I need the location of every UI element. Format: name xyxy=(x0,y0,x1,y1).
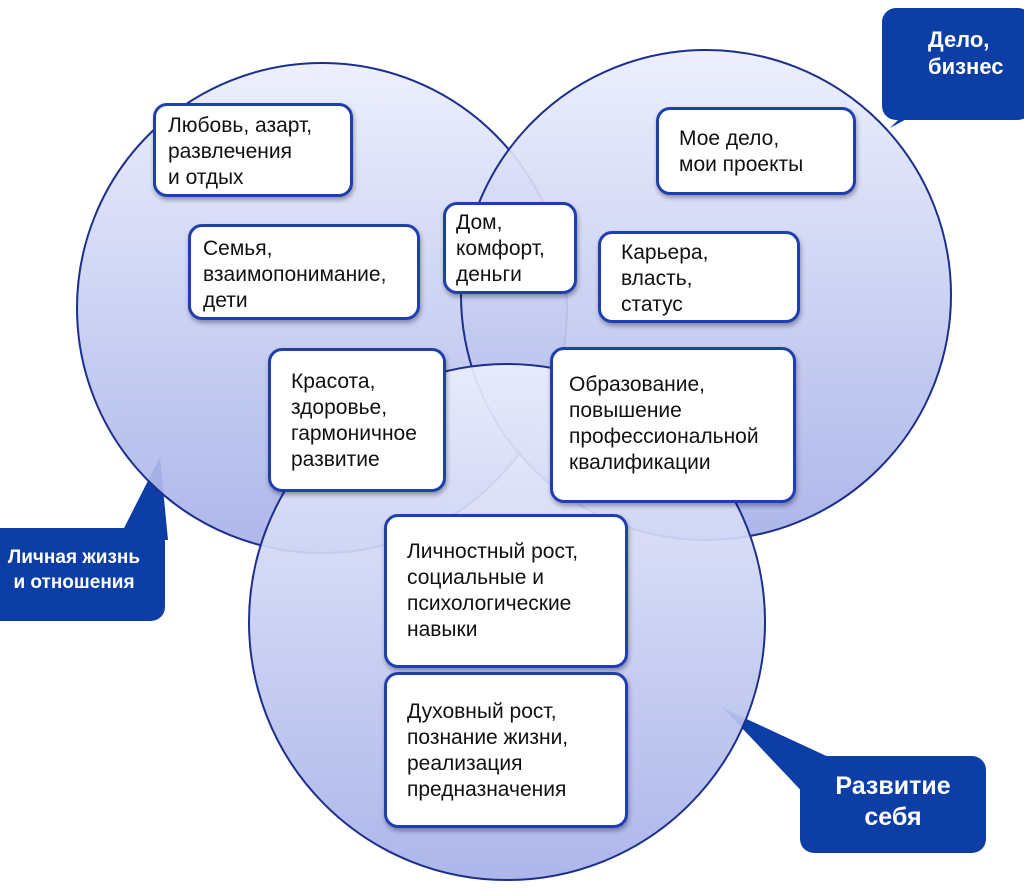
label-business: Дело, бизнес xyxy=(928,27,1004,79)
box-family: Семья, взаимопонимание, дети xyxy=(188,224,420,320)
box-spiritual-growth: Духовный рост, познание жизни, реализаци… xyxy=(384,672,628,828)
box-love-leisure: Любовь, азарт, развлечения и отдых xyxy=(153,103,353,197)
callout-box-business xyxy=(882,8,1024,120)
callout-box-personal xyxy=(0,528,165,621)
label-self-development: Развитие себя xyxy=(835,772,951,831)
box-education: Образование, повышение профессиональной … xyxy=(550,347,796,503)
box-beauty-health: Красота, здоровье, гармоничное развитие xyxy=(268,348,446,492)
box-career: Карьера, власть, статус xyxy=(598,231,800,323)
box-my-business: Мое дело, мои проекты xyxy=(656,107,856,195)
box-home-money: Дом, комфорт, деньги xyxy=(443,202,577,294)
label-personal-life: Личная жизнь и отношения xyxy=(7,547,141,593)
box-personal-growth: Личностный рост, социальные и психологич… xyxy=(384,514,628,668)
callout-box-self xyxy=(800,756,986,853)
